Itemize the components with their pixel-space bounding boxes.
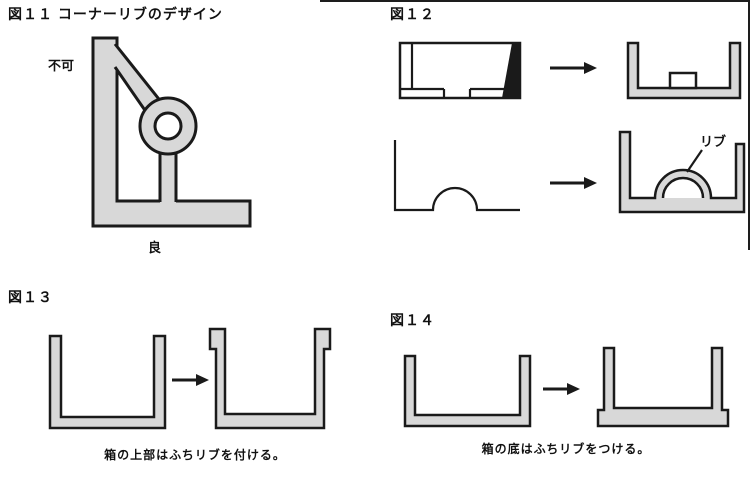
fig12-title: 図１２ (390, 6, 435, 22)
scan-edge-top (320, 0, 750, 2)
rib-leader-line (686, 149, 703, 173)
fig12-drawing: リブ (393, 41, 746, 214)
fig13-caption: 箱の上部はふちリブを付ける。 (104, 448, 286, 462)
transform-arrow-icon (550, 62, 597, 74)
fig14-caption: 箱の底はふちリブをつける。 (481, 442, 651, 456)
fig11-drawing: 不可 良 (48, 36, 252, 255)
fig13-title: 図１３ (8, 289, 53, 305)
center-pad (668, 71, 698, 90)
label-rib: リブ (700, 134, 726, 149)
transform-arrow-icon (543, 383, 580, 395)
thick-wall-section (502, 43, 520, 98)
label-good: 良 (148, 240, 161, 255)
fig12-after-tray (626, 41, 742, 100)
fig13-drawing (48, 327, 332, 430)
fig14-drawing (403, 346, 730, 428)
dome-inner (661, 176, 705, 199)
label-bad: 不可 (48, 58, 74, 73)
boss-hole-circle (153, 111, 183, 141)
fig11-title: 図１１ コーナーリブのデザイン (8, 6, 223, 22)
scan-edge-right (748, 0, 750, 250)
transform-arrow-icon (172, 374, 209, 386)
corner-wall-shape (91, 36, 252, 228)
fig12-before-dome (393, 140, 520, 212)
box-plain (48, 334, 167, 430)
transform-arrow-icon (550, 177, 597, 189)
tray-shell (626, 41, 742, 100)
dome-shell (618, 130, 746, 214)
box-with-top-edge-rib (208, 327, 332, 430)
fig12-before-tray (398, 41, 522, 100)
box-plain (403, 354, 532, 428)
box-with-bottom-edge-rib (596, 346, 730, 428)
fig14-title: 図１４ (390, 312, 435, 328)
fig12-after-dome (618, 130, 746, 214)
